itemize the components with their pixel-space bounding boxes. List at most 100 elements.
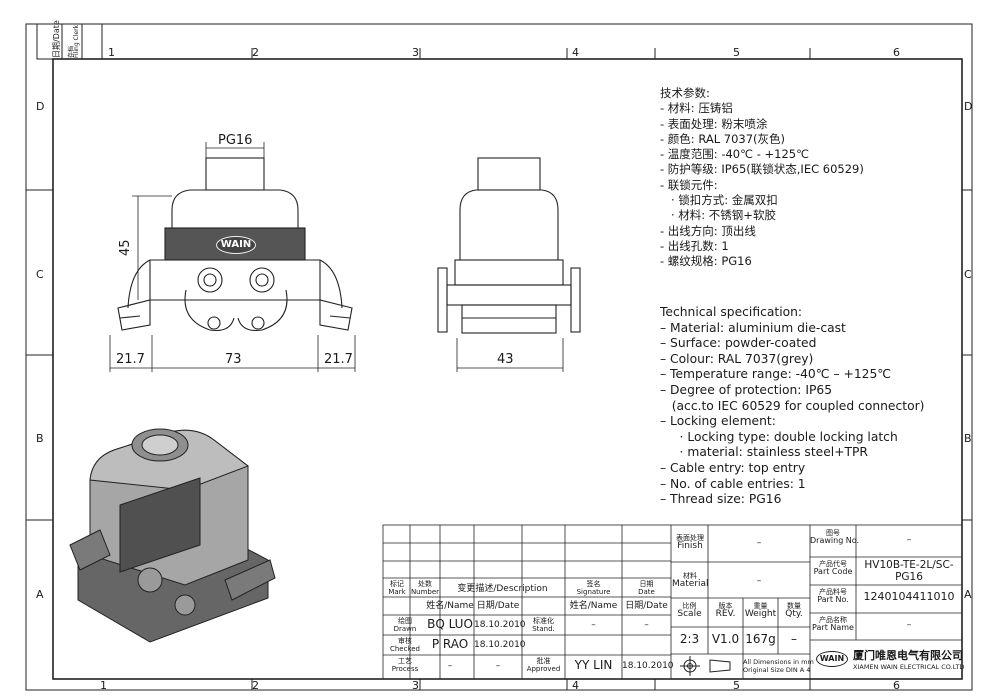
zone-col-2-bottom: 2: [252, 679, 259, 692]
spec-cn-line: - 联锁元件:: [660, 177, 718, 192]
zone-col-4-bottom: 4: [572, 679, 579, 692]
tb-drawing-no-value: –: [906, 535, 912, 545]
dim-height-45: 45: [118, 239, 133, 256]
tb-stand-name: –: [591, 620, 596, 630]
dim-left-ext: 21.7: [116, 352, 145, 367]
spec-en-line: – Locking element:: [660, 414, 776, 429]
wain-logo-front: WAIN: [216, 236, 256, 254]
zone-row-a: A: [36, 588, 44, 601]
tb-company-cn: 厦门唯恩电气有限公司: [853, 649, 963, 662]
projection-symbol: [680, 656, 731, 676]
zone-col-6: 6: [893, 46, 900, 59]
zone-col-1: 1: [108, 46, 115, 59]
spec-cn-line: - 防护等级: IP65(联锁状态,IEC 60529): [660, 162, 864, 177]
tb-date-header2: 日期/Date: [625, 601, 668, 611]
tb-finish-value: –: [756, 538, 762, 548]
tb-drawn-name: BQ LUO: [427, 617, 473, 631]
spec-en-line: (acc.to IEC 60529 for coupled connector): [660, 398, 925, 413]
tb-drawn-date: 18.10.2010: [474, 620, 526, 630]
spec-cn-line: - 出线方向: 顶出线: [660, 223, 756, 238]
zone-col-4: 4: [572, 46, 579, 59]
tb-part-name-value: –: [906, 620, 912, 630]
tb-company-en: XIAMEN WAIN ELECTRICAL CO.LTD: [853, 663, 965, 671]
spec-cn-line: - 螺纹规格: PG16: [660, 254, 752, 269]
tb-checked-date: 18.10.2010: [474, 640, 526, 650]
zone-col-6-bottom: 6: [893, 679, 900, 692]
tb-approved-name: YY LIN: [574, 658, 613, 672]
zone-col-3-bottom: 3: [412, 679, 419, 692]
spec-en-line: · material: stainless steel+TPR: [660, 445, 868, 460]
tb-date-header: 日期/Date: [476, 601, 520, 611]
tb-process-name: –: [447, 661, 453, 671]
filing-clerk-en: Filing Clerk: [73, 24, 80, 58]
zone-row-d-right: D: [964, 100, 973, 113]
front-dimensions: [109, 142, 356, 372]
spec-cn-block: 技术参数: - 材料: 压铸铝 - 表面处理: 粉末喷涂 - 颜色: RAL 7…: [660, 86, 864, 270]
dim-pg16: PG16: [218, 133, 253, 148]
zone-row-c-right: C: [964, 268, 972, 281]
tb-checked-name: P RAO: [431, 637, 469, 651]
spec-cn-line: - 表面处理: 粉末喷涂: [660, 116, 768, 131]
filing-date-label: 日期/Date: [52, 20, 61, 58]
spec-en-line: – Material: aluminium die-cast: [660, 320, 846, 335]
spec-cn-title: 技术参数:: [660, 86, 710, 100]
spec-en-line: – No. of cable entries: 1: [660, 476, 806, 491]
tb-part-no-value: 1240104411010: [863, 590, 955, 603]
zone-row-c: C: [36, 268, 44, 281]
tb-rev-value: V1.0: [711, 632, 740, 646]
spec-cn-line: - 颜色: RAL 7037(灰色): [660, 131, 786, 146]
tb-qty-value: –: [791, 632, 797, 646]
zone-col-5-bottom: 5: [733, 679, 740, 692]
spec-en-line: – Degree of protection: IP65: [660, 382, 833, 397]
spec-en-block: Technical specification: – Material: alu…: [660, 305, 924, 508]
dim-width-73: 73: [225, 352, 242, 367]
zone-row-a-right: A: [964, 588, 972, 601]
spec-en-line: – Temperature range: -40℃ – +125℃: [660, 367, 892, 382]
zone-col-3: 3: [412, 46, 419, 59]
side-dimensions: [456, 338, 564, 372]
tb-name-header: 姓名/Name: [426, 601, 474, 611]
zone-col-1-bottom: 1: [100, 679, 107, 692]
dim-side-43: 43: [497, 352, 514, 367]
outer-frame: [25, 23, 973, 691]
spec-cn-line: - 温度范围: -40℃ - +125℃: [660, 147, 809, 162]
spec-cn-line: · 锁扣方式: 金属双扣: [660, 193, 778, 208]
wain-logo-titleblock: WAIN: [816, 651, 848, 667]
zone-col-2: 2: [252, 46, 259, 59]
zone-row-b-right: B: [964, 432, 972, 445]
spec-cn-line: · 材料: 不锈钢+软胶: [660, 208, 776, 223]
isometric-view: [69, 428, 276, 643]
tb-approved-date: 18.10.2010: [622, 661, 674, 671]
dim-right-ext: 21.7: [324, 352, 353, 367]
tb-name-header2: 姓名/Name: [569, 601, 618, 611]
spec-en-title: Technical specification:: [660, 305, 803, 319]
side-view: [437, 157, 581, 334]
tb-material-value: –: [756, 576, 762, 586]
spec-en-line: · Locking type: double locking latch: [660, 429, 898, 444]
zone-row-d: D: [36, 100, 45, 113]
zone-col-5: 5: [733, 46, 740, 59]
spec-en-line: – Thread size: PG16: [660, 492, 782, 507]
spec-en-line: – Cable entry: top entry: [660, 460, 806, 475]
zone-row-b: B: [36, 432, 44, 445]
